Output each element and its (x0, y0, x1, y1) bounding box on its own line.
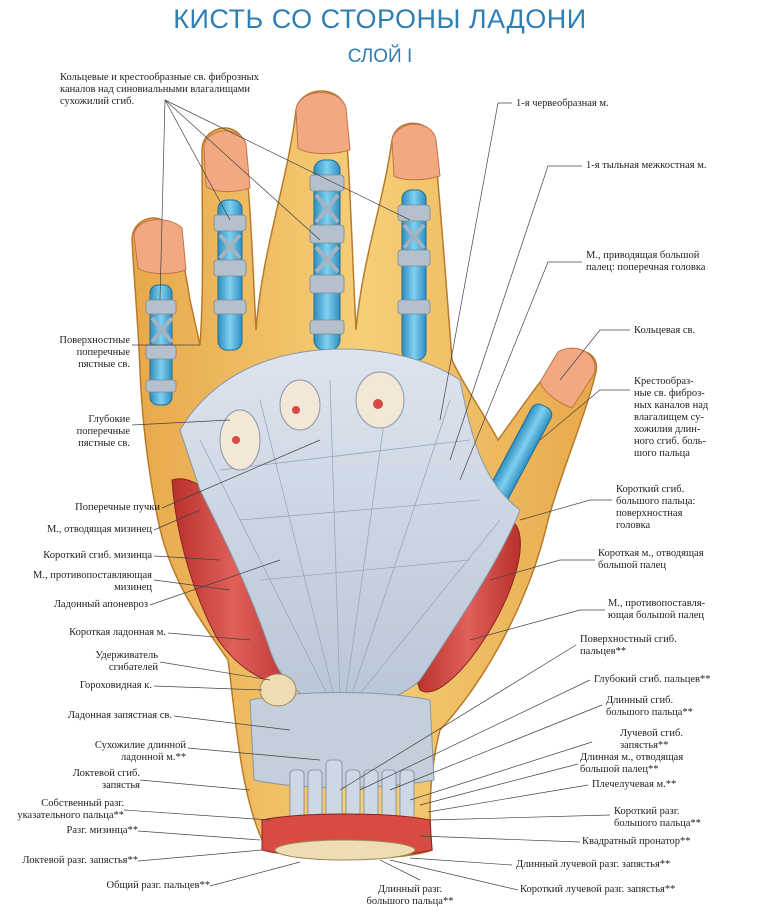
label-edm: Разг. мизинца** (66, 825, 138, 836)
radius-ulna-section (274, 839, 416, 861)
leader-lines (123, 99, 630, 891)
label-fdp: Глубокий сгиб. пальцев** (594, 674, 711, 685)
label-flexor-retinaculum: Удерживатель сгибателей (95, 650, 158, 673)
label-fds: Поверхностный сгиб. пальцев** (580, 634, 677, 657)
label-palmar-aponeurosis: Ладонный апоневроз (53, 599, 148, 610)
page-subtitle: СЛОЙ I (347, 46, 413, 67)
page-title: КИСТЬ СО СТОРОНЫ ЛАДОНИ (173, 4, 587, 34)
label-epl: Длинный разг. большого пальца** (366, 884, 454, 907)
label-pronator-quadratus: Квадратный пронатор** (582, 836, 691, 847)
label-fdm: Короткий сгиб. мизинца (43, 550, 152, 561)
pisiform-bone (259, 673, 297, 707)
label-pisiform: Гороховидная к. (79, 680, 152, 691)
label-deep-transverse-metacarpal: Глубокие поперечные пястные св. (76, 414, 130, 449)
cruciform-ligaments (150, 193, 426, 344)
label-apl: Длинная м., отводящая большой палец** (580, 752, 684, 775)
label-palmaris-brevis: Короткая ладонная м. (69, 627, 166, 638)
annular-ligaments (145, 174, 431, 393)
label-ecrb: Короткий лучевой разг. запястья** (520, 884, 676, 895)
label-epb: Короткий разг. большого пальца** (614, 806, 701, 829)
label-eip: Собственный разг. указательного пальца** (17, 798, 124, 821)
label-ecrl: Длинный лучевой разг. запястья** (516, 859, 671, 870)
label-palmaris-longus-tendon: Сухожилие длинной ладонной м.** (94, 740, 186, 763)
label-opponens-pollicis: М., противопоставля- ющая большой палец (608, 598, 706, 621)
label-adm: М., отводящая мизинец (46, 524, 152, 535)
label-palmar-carpal-ligament: Ладонная запястная св. (67, 710, 172, 721)
label-superficial-transverse-metacarpal: Поверхностные поперечные пястные св. (59, 335, 130, 370)
label-fcu: Локтевой сгиб. запястья (72, 768, 140, 791)
label-odm: М., противопоставляющая мизинец (32, 570, 152, 593)
label-first-dorsal-interosseous: 1-я тыльная межкостная м. (586, 160, 707, 171)
label-apb: Короткая м., отводящая большой палец (598, 548, 704, 571)
label-fcr: Лучевой сгиб. запястья** (620, 728, 683, 751)
label-transverse-fascicles: Поперечные пучки (75, 502, 160, 513)
label-ring-cross-ligaments: Кольцевые и крестообразные св. фиброзных… (60, 72, 259, 107)
palmar-aponeurosis (179, 348, 521, 707)
label-ecu: Локтевой разг. запястья** (22, 855, 138, 866)
aponeurosis-fibers (199, 379, 501, 701)
label-fpl: Длинный сгиб. большого пальца** (606, 695, 693, 718)
label-ed: Общий разг. пальцев** (106, 880, 210, 891)
label-brachioradialis: Плечелучевая м.** (592, 779, 677, 790)
label-cruciform-thumb: Крестообраз- ные св. фиброз- ных каналов… (634, 376, 709, 459)
label-first-lumbrical: 1-я червеобразная м. (516, 98, 609, 109)
label-annular-ligament: Кольцевая св. (634, 325, 696, 336)
vessel-glimpses (232, 399, 383, 444)
label-fpb-superficial: Короткий сгиб. большого пальца: поверхно… (616, 484, 696, 531)
label-adductor-transverse-head: М., приводящая большой палец: поперечная… (586, 250, 706, 273)
